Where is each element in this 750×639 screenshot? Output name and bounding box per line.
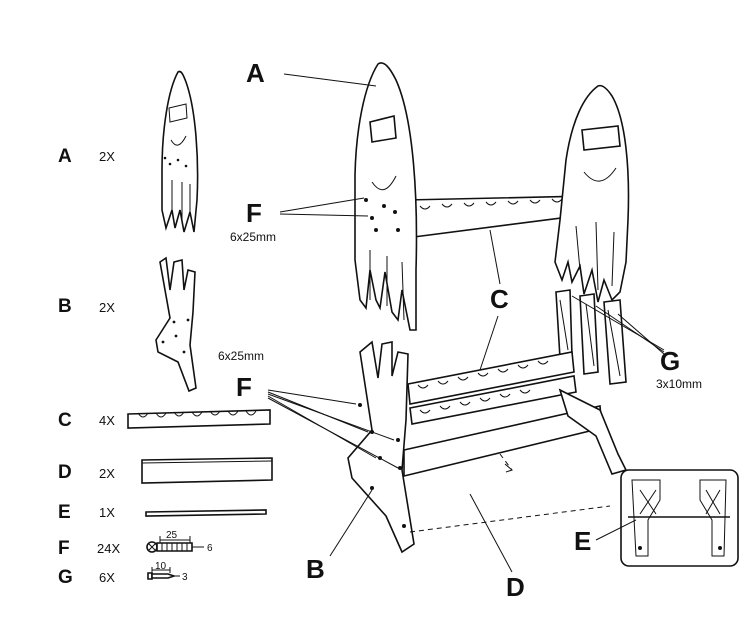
- part-e-thumbnail: [145, 509, 267, 517]
- parts-list-qty-e: 1X: [99, 505, 115, 520]
- loose-bolt-size-label: 6x25mm: [218, 349, 264, 363]
- parts-list-letter-a: A: [58, 146, 72, 167]
- callouts: A F 6x25mm C G 3x10mm F B D E: [230, 58, 702, 602]
- parts-list-letter-g: G: [58, 567, 73, 588]
- bolt-f-length: 25: [166, 530, 178, 541]
- parts-list-letter-b: B: [58, 296, 72, 317]
- callout-g: G: [660, 346, 680, 376]
- callout-e: E: [574, 526, 591, 556]
- parts-list-qty-a: 2X: [99, 149, 115, 164]
- part-c-thumbnail: [127, 409, 271, 429]
- screw-g-length: 10: [155, 561, 167, 572]
- part-a-thumbnail: [161, 70, 199, 233]
- callout-f-bottom: F: [236, 372, 252, 402]
- callout-f-top-size: 6x25mm: [230, 230, 276, 244]
- callout-d: D: [506, 572, 525, 602]
- parts-list-letter-c: C: [58, 410, 72, 431]
- bolt-f-diameter: 6: [207, 543, 213, 554]
- callout-a: A: [246, 58, 265, 88]
- part-d-thumbnail: [141, 457, 273, 484]
- parts-list-qty-c: 4X: [99, 413, 115, 428]
- parts-list: A 2X B 2X C 4X D 2X E 1X F 24X G 6X: [58, 146, 120, 588]
- part-b-thumbnail: [155, 256, 197, 393]
- parts-list-qty-d: 2X: [99, 466, 115, 481]
- parts-list-letter-e: E: [58, 502, 71, 523]
- parts-list-letter-d: D: [58, 462, 72, 483]
- detail-inset-e: [620, 469, 739, 567]
- callout-b: B: [306, 554, 325, 584]
- parts-list-letter-f: F: [58, 538, 70, 559]
- bracket-group-g: [555, 289, 627, 385]
- exploded-assembly: [347, 62, 630, 554]
- part-g-screw: 10 3: [147, 561, 188, 583]
- part-f-bolt: 25 6: [146, 530, 213, 554]
- callout-f-top: F: [246, 198, 262, 228]
- callout-c: C: [490, 284, 509, 314]
- screw-g-diameter: 3: [182, 572, 188, 583]
- parts-list-qty-f: 24X: [97, 541, 120, 556]
- parts-list-qty-b: 2X: [99, 300, 115, 315]
- callout-g-size: 3x10mm: [656, 377, 702, 391]
- parts-list-qty-g: 6X: [99, 570, 115, 585]
